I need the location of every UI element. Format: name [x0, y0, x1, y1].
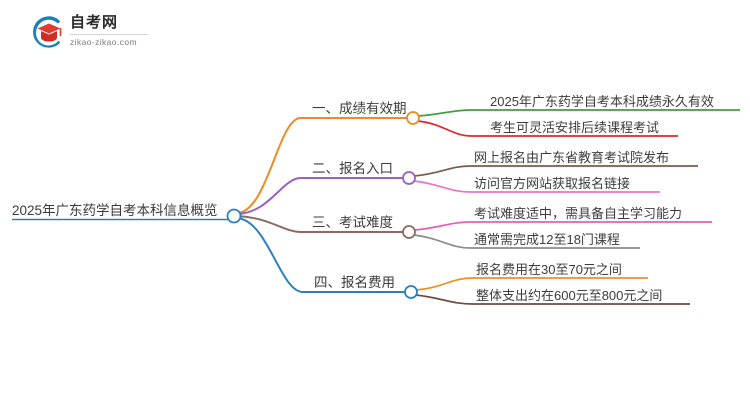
brand-url: zikao-zikao.com — [70, 37, 137, 47]
brand-divider — [70, 34, 148, 35]
root-node-label[interactable]: 2025年广东药学自考本科信息概览 — [12, 203, 218, 218]
connector-branch-3-leaf-1 — [413, 221, 471, 231]
connector-branch-3-leaf-2 — [413, 234, 471, 249]
connector-root-to-branch-2 — [237, 177, 301, 215]
leaf-node-label-1-1[interactable]: 2025年广东药学自考本科成绩永久有效 — [490, 94, 714, 109]
connector-branch-4-leaf-1 — [415, 277, 473, 291]
branch-node-label-1[interactable]: 一、成绩有效期 — [312, 101, 407, 116]
root-node-circle[interactable] — [226, 208, 242, 224]
site-header: 自考网 zikao-zikao.com — [0, 0, 148, 62]
brand-block: 自考网 zikao-zikao.com — [70, 14, 148, 48]
branch-2-node-circle[interactable] — [402, 171, 416, 185]
leaf-node-label-3-2[interactable]: 通常需完成12至18门课程 — [474, 232, 620, 247]
branch-node-label-2[interactable]: 二、报名入口 — [312, 161, 393, 176]
leaf-node-label-1-2[interactable]: 考生可灵活安排后续课程考试 — [490, 120, 660, 135]
connector-root-to-branch-3 — [237, 215, 301, 233]
branch-1-node-circle[interactable] — [406, 111, 420, 125]
branch-node-label-3[interactable]: 三、考试难度 — [312, 215, 393, 230]
connector-root-to-branch-4 — [237, 217, 303, 293]
connector-root-to-branch-1 — [237, 117, 301, 214]
leaf-node-label-3-1[interactable]: 考试难度适中，需具备自主学习能力 — [474, 206, 683, 221]
leaf-node-label-2-1[interactable]: 网上报名由广东省教育考试院发布 — [474, 150, 670, 165]
leaf-node-label-2-2[interactable]: 访问官方网站获取报名链接 — [474, 176, 631, 191]
leaf-node-label-4-1[interactable]: 报名费用在30至70元之间 — [476, 262, 622, 277]
logo-graduation-cap-icon — [28, 14, 66, 50]
branch-node-label-4[interactable]: 四、报名费用 — [314, 275, 395, 290]
leaf-node-label-4-2[interactable]: 整体支出约在600元至800元之间 — [476, 288, 663, 303]
connector-branch-2-leaf-1 — [413, 165, 471, 177]
brand-name: 自考网 — [70, 14, 119, 31]
branch-4-node-circle[interactable] — [404, 285, 418, 299]
connector-branch-1-leaf-2 — [417, 120, 473, 137]
connector-branch-2-leaf-2 — [413, 180, 471, 193]
branch-3-node-circle[interactable] — [402, 225, 416, 239]
connector-branch-1-leaf-1 — [417, 109, 473, 117]
connector-branch-4-leaf-2 — [415, 294, 473, 305]
